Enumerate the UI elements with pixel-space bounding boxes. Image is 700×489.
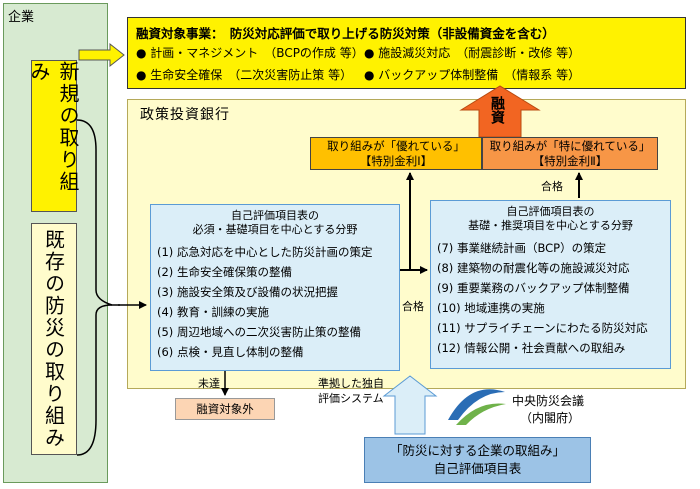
list-heading: 必須・基礎項目を中心とする分野 [192, 223, 358, 236]
list-heading: 自己評価項目表の [231, 209, 319, 222]
pass-label-middle: 合格 [402, 300, 424, 313]
outcome-especially-excellent: 取り組みが「特に優れている」 【特別金利Ⅱ】 [482, 137, 658, 170]
list-item: (11) サプライチェーンにわたる防災対応 [437, 321, 648, 335]
council-name: 中央防災会議 [512, 394, 585, 408]
new-initiative-box: 新規の取り組み [27, 60, 80, 212]
target-item: ● 生命安全確保 （二次災害防止策 等） [136, 68, 353, 82]
target-item: ● 計画・マネジメント （BCPの作成 等） [136, 46, 364, 60]
list-item: (4) 教育・訓練の実施 [157, 305, 269, 319]
outcome-excellent: 取り組みが「優れている」 【特別金利Ⅰ】 [310, 137, 482, 170]
council-logo [448, 389, 506, 425]
self-eval-subtitle: 自己評価項目表 [433, 461, 522, 476]
financing-target-box: 融資対象事業： 防災対応評価で取り上げる防災対策（非設備資金を含む） ● 計画・… [127, 17, 686, 89]
target-item: ● 施設減災対応 （耐震診断・改修 等） [364, 46, 581, 60]
self-eval-title: 「防災に対する企業の取組み」 [389, 443, 565, 458]
list-item: (8) 建築物の耐震化等の施設減災対応 [437, 261, 630, 275]
financing-target-title: 融資対象事業： 防災対応評価で取り上げる防災対策（非設備資金を含む） [136, 26, 555, 41]
financing-arrow [459, 85, 541, 138]
list-item: (6) 点検・見直し体制の整備 [157, 345, 304, 359]
list-item: (9) 重要業務のバックアップ体制整備 [437, 281, 630, 295]
list-item: (1) 応急対応を中心とした防災計画の策定 [157, 245, 373, 259]
evaluation-system-line1: 準拠した独自 [318, 377, 384, 390]
list-item: (12) 情報公開・社会貢献への取組み [437, 341, 626, 355]
financing-label: 融資 [489, 96, 505, 124]
fail-label: 未達 [198, 377, 220, 390]
required-items-list: 自己評価項目表の 必須・基礎項目を中心とする分野 (1) 応急対応を中心とした防… [150, 204, 400, 371]
list-item: (7) 事業継続計画（BCP）の策定 [437, 241, 607, 255]
existing-initiative-box: 既存の防災の取り組み [31, 223, 77, 455]
recommended-items-list: 自己評価項目表の 基礎・推奨項目を中心とする分野 (7) 事業継続計画（BCP）… [430, 200, 671, 369]
list-item: (3) 施設安全策及び設備の状況把握 [157, 285, 338, 299]
target-item: ● バックアップ体制整備 （情報系 等） [364, 68, 581, 82]
new-initiative-arrow [78, 42, 125, 68]
self-eval-table-box: 「防災に対する企業の取組み」 自己評価項目表 [364, 437, 591, 483]
list-item: (2) 生命安全確保策の整備 [157, 265, 292, 279]
evaluation-system-line2: 評価システム [318, 392, 384, 405]
existing-initiative-label: 既存の防災の取り組み [41, 229, 66, 449]
council-org: （内閣府） [520, 411, 581, 425]
list-item: (5) 周辺地域への二次災害防止策の整備 [157, 325, 361, 339]
new-initiative-label: 新規の取り組み [27, 61, 80, 193]
list-heading: 基礎・推奨項目を中心とする分野 [468, 219, 633, 232]
bank-label: 政策投資銀行 [140, 107, 230, 123]
company-label: 企業 [8, 10, 35, 25]
company-bracket [76, 119, 120, 306]
pass-label-upper: 合格 [541, 180, 563, 193]
list-item: (10) 地域連携の実施 [437, 301, 545, 315]
evaluation-arrow [382, 375, 438, 435]
not-eligible-box: 融資対象外 [175, 398, 275, 420]
list-heading: 自己評価項目表の [506, 205, 595, 218]
